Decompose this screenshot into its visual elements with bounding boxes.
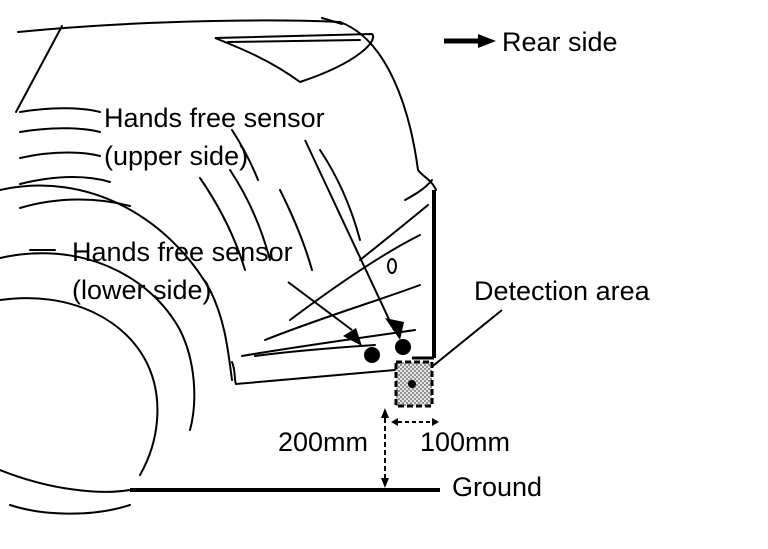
detection-area-label: Detection area: [474, 276, 650, 306]
lower-sensor-dot: [364, 347, 380, 363]
height-dimension: [381, 408, 389, 488]
lower-leader-arrowhead-icon: [343, 328, 362, 346]
height-dimension-label: 200mm: [278, 427, 369, 457]
rear-side-arrow-icon: [444, 34, 496, 48]
upper-leader-arrowhead-icon: [385, 318, 404, 340]
upper-sensor-label-line2: (upper side): [104, 141, 249, 171]
width-dimension: [391, 418, 439, 426]
detection-area-dot: [408, 380, 416, 388]
car-body-outline: [0, 17, 437, 515]
upper-sensor-dot: [395, 339, 411, 355]
leader-lines: [287, 139, 503, 379]
lower-sensor-label-line1: Hands free sensor: [72, 237, 293, 267]
width-dimension-label: 100mm: [420, 427, 511, 457]
lower-sensor-label-line2: (lower side): [72, 275, 212, 305]
upper-sensor-label-line1: Hands free sensor: [104, 103, 325, 133]
ground-label: Ground: [452, 472, 543, 502]
rear-side-label: Rear side: [502, 27, 618, 57]
